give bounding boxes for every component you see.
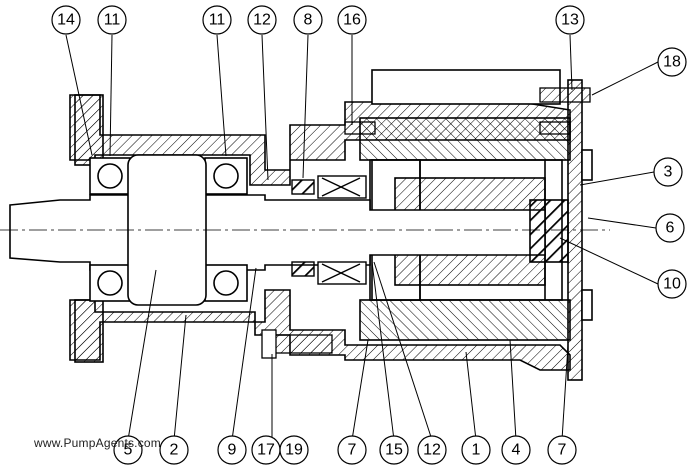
callout-7-left: 7: [337, 435, 367, 465]
svg-text:16: 16: [343, 12, 361, 29]
callout-13: 13: [555, 5, 585, 35]
callout-4: 4: [501, 435, 531, 465]
callout-1: 1: [461, 435, 491, 465]
svg-text:11: 11: [104, 12, 121, 29]
svg-text:11: 11: [209, 12, 226, 29]
svg-text:2: 2: [170, 442, 179, 459]
svg-text:5: 5: [124, 442, 133, 459]
callout-leaders: [65, 34, 659, 441]
callout-5: 5: [113, 435, 143, 465]
callout-10: 10: [657, 269, 687, 299]
callout-7-right: 7: [547, 435, 577, 465]
svg-text:17: 17: [257, 442, 275, 459]
callout-11-right: 11: [202, 5, 232, 35]
svg-text:12: 12: [423, 442, 441, 459]
callout-12-top: 12: [247, 5, 277, 35]
callout-15: 15: [379, 435, 409, 465]
svg-text:19: 19: [285, 442, 303, 459]
callout-6: 6: [655, 213, 685, 243]
bearing-housing-bottom: [69, 289, 571, 371]
svg-text:18: 18: [663, 54, 681, 71]
svg-text:10: 10: [663, 276, 681, 293]
svg-text:4: 4: [512, 442, 521, 459]
callout-17: 17: [251, 435, 281, 465]
svg-text:1: 1: [472, 442, 481, 459]
watermark-text: www.PumpAgents.com: [34, 436, 161, 450]
svg-text:7: 7: [348, 442, 357, 459]
callout-14: 14: [51, 5, 81, 35]
callout-11-left: 11: [97, 5, 127, 35]
callout-12-bottom: 12: [417, 435, 447, 465]
svg-text:15: 15: [385, 442, 403, 459]
callout-18: 18: [657, 47, 687, 77]
callout-16: 16: [337, 5, 367, 35]
svg-text:7: 7: [558, 442, 567, 459]
svg-text:12: 12: [253, 12, 271, 29]
mount-block: [371, 69, 561, 105]
svg-text:6: 6: [666, 220, 675, 237]
callout-8: 8: [293, 5, 323, 35]
svg-text:13: 13: [561, 12, 579, 29]
bolts: [261, 87, 591, 359]
callout-3: 3: [653, 157, 683, 187]
callout-9: 9: [217, 435, 247, 465]
svg-text:8: 8: [304, 12, 313, 29]
mechanical-seal: [291, 175, 367, 285]
callout-2: 2: [159, 435, 189, 465]
callout-19: 19: [279, 435, 309, 465]
svg-text:14: 14: [57, 12, 75, 29]
callouts: 14 11 11 12 8 16 13 18 3 6 10 5 2 9 17 1…: [51, 5, 687, 465]
svg-text:9: 9: [228, 442, 237, 459]
svg-text:3: 3: [664, 164, 673, 181]
